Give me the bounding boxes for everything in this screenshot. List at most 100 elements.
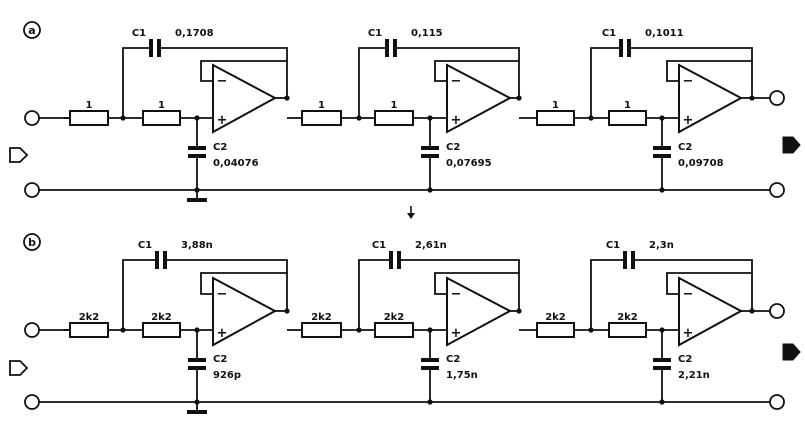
c2-value: 0,09708	[678, 158, 724, 169]
circuit-badge	[23, 233, 41, 251]
c1-label: C1	[606, 240, 620, 251]
resistor	[142, 322, 181, 338]
c1-value: 2,3n	[649, 240, 674, 251]
resistor	[608, 110, 647, 126]
resistor	[142, 110, 181, 126]
c1-wire	[590, 47, 621, 118]
opamp-inverting-sign: −	[683, 287, 694, 302]
resistor	[374, 110, 414, 126]
opamp-triangle	[446, 276, 513, 347]
resistor	[608, 322, 647, 338]
c1-wire	[122, 47, 151, 118]
circuit-badge	[23, 21, 41, 39]
junction-dot	[427, 187, 433, 193]
input-arrow-icon	[9, 147, 29, 163]
opamp-triangle	[446, 63, 513, 134]
c1-wire	[159, 47, 288, 61]
resistor-value: 2k2	[545, 312, 566, 323]
c1-value: 0,1011	[645, 28, 684, 39]
resistor-value: 1	[552, 100, 559, 111]
opamp-triangle	[678, 63, 744, 134]
terminal-circle	[769, 394, 785, 410]
c1-value: 2,61n	[415, 240, 447, 251]
junction-dot	[427, 399, 433, 405]
opamp-triangle	[212, 63, 278, 134]
c1-value: 0,115	[411, 28, 443, 39]
feedback-wire	[200, 272, 288, 311]
separator-arrow-head	[407, 213, 415, 219]
c2-value: 2,21n	[678, 370, 710, 381]
resistor-value: 2k2	[79, 312, 100, 323]
c2-label: C2	[446, 142, 460, 153]
circuit-label: b	[28, 236, 36, 249]
resistor	[536, 322, 575, 338]
c1-wire	[122, 259, 157, 330]
resistor-value: 2k2	[311, 312, 332, 323]
c1-value: 0,1708	[175, 28, 214, 39]
terminal-circle	[24, 394, 40, 410]
c2-value: 0,04076	[213, 158, 259, 169]
terminal-circle	[24, 322, 40, 338]
resistor-value: 2k2	[617, 312, 638, 323]
c2-label: C2	[213, 354, 227, 365]
c2-value: 1,75n	[446, 370, 478, 381]
opamp-inverting-sign: −	[451, 287, 462, 302]
terminal-circle	[769, 303, 785, 319]
opamp-noninverting-sign: +	[451, 113, 462, 128]
resistor	[301, 110, 342, 126]
c1-wire	[395, 47, 520, 61]
c1-label: C1	[372, 240, 386, 251]
opamp-inverting-sign: −	[451, 74, 462, 89]
resistor-value: 2k2	[151, 312, 172, 323]
junction-dot	[659, 399, 665, 405]
terminal-circle	[769, 90, 785, 106]
feedback-wire	[434, 60, 520, 98]
resistor	[69, 322, 109, 338]
c1-label: C1	[132, 28, 146, 39]
resistor	[536, 110, 575, 126]
c2-label: C2	[213, 142, 227, 153]
opamp-inverting-sign: −	[217, 74, 228, 89]
c1-wire	[399, 259, 520, 273]
resistor-value: 1	[391, 100, 398, 111]
c1-label: C1	[368, 28, 382, 39]
c1-label: C1	[138, 240, 152, 251]
c2-value: 0,07695	[446, 158, 492, 169]
opamp-inverting-sign: −	[683, 74, 694, 89]
c2-value: 926p	[213, 370, 241, 381]
c1-label: C1	[602, 28, 616, 39]
opamp-noninverting-sign: +	[451, 326, 462, 341]
opamp-triangle	[678, 276, 744, 347]
c2-label: C2	[678, 142, 692, 153]
c1-wire	[165, 259, 288, 273]
resistor	[301, 322, 342, 338]
output-arrow-icon	[782, 136, 801, 154]
terminal-circle	[24, 182, 40, 198]
input-arrow-icon	[9, 360, 29, 376]
opamp-noninverting-sign: +	[683, 113, 694, 128]
c2-label: C2	[678, 354, 692, 365]
feedback-wire	[666, 60, 753, 98]
c1-wire	[358, 259, 391, 330]
c1-wire	[590, 259, 625, 330]
resistor-value: 1	[624, 100, 631, 111]
c1-wire	[633, 259, 753, 273]
feedback-wire	[434, 272, 520, 311]
opamp-inverting-sign: −	[217, 287, 228, 302]
opamp-triangle	[212, 276, 278, 347]
opamp-noninverting-sign: +	[217, 113, 228, 128]
resistor-value: 1	[318, 100, 325, 111]
resistor-value: 1	[158, 100, 165, 111]
junction-dot	[659, 187, 665, 193]
resistor-value: 1	[86, 100, 93, 111]
circuit-label: a	[28, 24, 35, 37]
opamp-noninverting-sign: +	[683, 326, 694, 341]
